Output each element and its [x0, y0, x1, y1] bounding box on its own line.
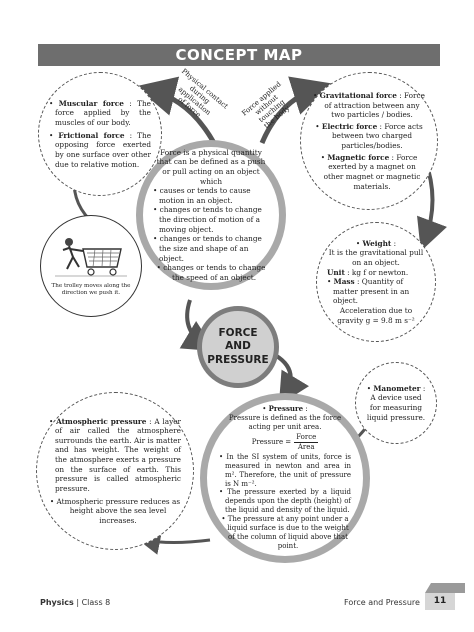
- arrow-center-pressure: [273, 353, 310, 406]
- manometer-title: Manometer :: [367, 384, 425, 394]
- force-definition-item: changes or tends to change the direction…: [153, 205, 269, 234]
- pressure-bubble: Pressure : Pressure is defined as the fo…: [200, 393, 370, 563]
- arrow-pressure-atmospheric: [136, 531, 211, 555]
- gravitational-force-item: Gravitational force : Force of attractio…: [313, 91, 425, 120]
- gravitational-force-bubble: Gravitational force : Force of attractio…: [300, 72, 438, 210]
- pressure-item: The pressure exerted by a liquid depends…: [219, 488, 351, 515]
- muscular-force-bubble: Muscular force : The force applied by th…: [38, 72, 162, 196]
- manometer-text: A device used for measuring liquid press…: [366, 393, 426, 422]
- weight-definition: It is the gravitational pull on an objec…: [328, 248, 424, 267]
- atmospheric-pressure-bubble: Atmospheric pressure : A layer of air ca…: [36, 392, 194, 550]
- force-definition-item: changes or tends to change the size and …: [153, 234, 269, 263]
- page-title: CONCEPT MAP: [38, 44, 440, 66]
- trolley-illustration: [55, 237, 127, 277]
- atmospheric-pressure-item: Atmospheric pressure : A layer of air ca…: [49, 417, 181, 494]
- force-definition-item: causes or tends to cause motion in an ob…: [153, 186, 269, 205]
- manometer-bubble: Manometer : A device used for measuring …: [355, 362, 437, 444]
- pressure-item: In the SI system of units, force is meas…: [219, 453, 351, 489]
- weight-title: Weight :: [327, 239, 425, 249]
- center-line1: FORCE: [218, 327, 258, 340]
- trolley-caption: The trolley moves along the direction we…: [51, 282, 131, 296]
- center-line2: AND: [225, 340, 251, 353]
- formula-lhs: Pressure =: [251, 437, 292, 446]
- page-corner-decoration: [425, 583, 465, 593]
- center-topic: FORCE AND PRESSURE: [197, 306, 279, 388]
- footer-subject: Physics | Class 8: [40, 598, 111, 607]
- center-line3: PRESSURE: [207, 353, 269, 366]
- pressure-item: The pressure at any point under a liquid…: [219, 515, 351, 551]
- formula-numerator: Force: [294, 432, 319, 443]
- formula-fraction: Force Area: [294, 432, 319, 452]
- arrow-physical-contact: [135, 76, 217, 145]
- trolley-bubble: The trolley moves along the direction we…: [40, 215, 142, 317]
- muscular-force-item: Muscular force : The force applied by th…: [49, 99, 151, 128]
- footer-chapter: Force and Pressure: [344, 598, 420, 607]
- force-definition-intro: Force is a physical quantity that can be…: [156, 147, 266, 186]
- frictional-force-item: Frictional force : The opposing force ex…: [49, 131, 151, 170]
- force-definition-item: changes or tends to change the speed of …: [153, 263, 269, 282]
- electric-force-item: Electric force : Force acts between two …: [313, 122, 425, 151]
- pressure-definition: Pressure is defined as the force acting …: [228, 413, 342, 431]
- atmospheric-height-item: Atmospheric pressure reduces as height a…: [49, 497, 181, 526]
- pressure-title: Pressure :: [219, 404, 351, 414]
- arrow-non-contact: [259, 76, 333, 144]
- magnetic-force-item: Magnetic force : Force exerted by a magn…: [313, 153, 425, 192]
- mass-item: Mass : Quantity of matter present in an …: [327, 277, 425, 306]
- weight-unit: Unit : kg f or newton.: [327, 267, 409, 277]
- acceleration-gravity: Acceleration due to gravity g = 9.8 m s⁻…: [337, 306, 415, 325]
- page-number: 11: [425, 593, 455, 610]
- weight-bubble: Weight : It is the gravitational pull on…: [316, 222, 436, 342]
- force-definition-bubble: Force is a physical quantity that can be…: [136, 140, 286, 290]
- pressure-formula: Pressure = Force Area: [219, 433, 351, 452]
- formula-denominator: Area: [297, 442, 315, 451]
